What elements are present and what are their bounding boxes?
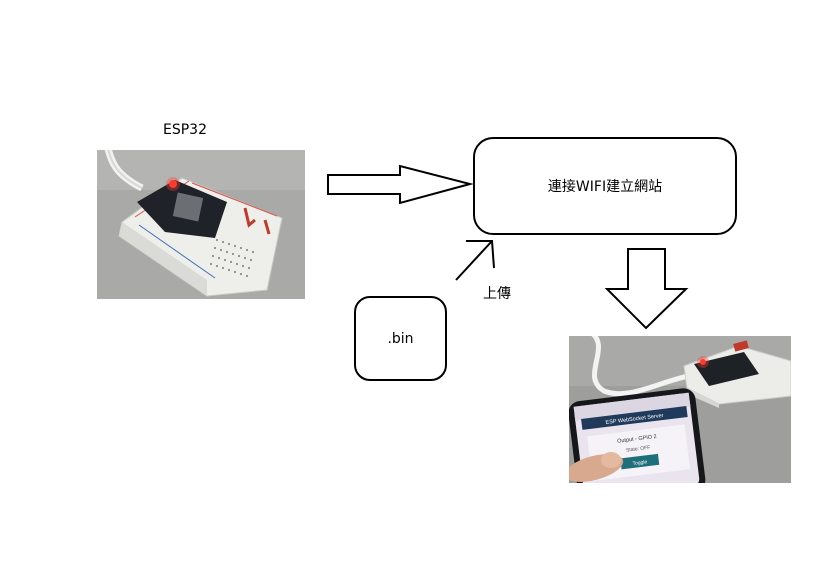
esp32-label: ESP32 xyxy=(163,122,207,138)
bin-file-text: .bin xyxy=(387,330,414,347)
down-block-arrow xyxy=(604,248,689,330)
phone-toggle-text: Toggle xyxy=(632,459,648,467)
bin-file-box: .bin xyxy=(354,296,447,381)
esp32-breadboard-illustration xyxy=(97,150,305,299)
upload-label: 上傳 xyxy=(483,286,511,302)
esp32-breadboard-photo xyxy=(97,150,305,299)
connect-wifi-box: 連接WIFI建立網站 xyxy=(473,137,737,235)
phone-output-text: Output - GPIO 2 xyxy=(617,434,657,445)
phone-webserver-illustration: ESP WebSocket Server Output - GPIO 2 Sta… xyxy=(569,336,791,483)
connect-wifi-text: 連接WIFI建立網站 xyxy=(547,179,663,195)
right-block-arrow xyxy=(327,164,474,205)
phone-state-text: State: OFF xyxy=(626,445,651,454)
phone-webserver-photo: ESP WebSocket Server Output - GPIO 2 Sta… xyxy=(569,336,791,483)
upload-arrow-head xyxy=(466,240,495,269)
upload-arrow-shaft xyxy=(455,240,493,281)
